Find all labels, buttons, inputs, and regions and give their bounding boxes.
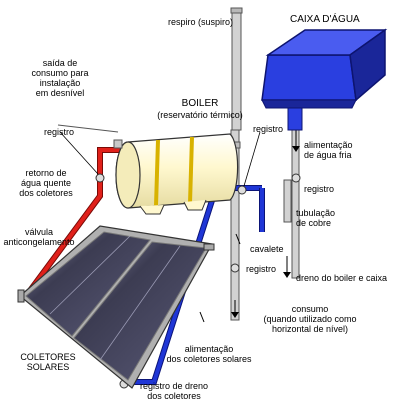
label-dreno-boiler-caixa: dreno do boiler e caixa xyxy=(296,273,388,283)
cold-feed-pipe xyxy=(283,127,300,279)
label-caixa-dagua: CAIXA D'ÁGUA xyxy=(290,14,360,25)
label-consumo: consumo (quando utilizado como horizonta… xyxy=(263,304,357,334)
label-registro-center: registro xyxy=(253,124,284,134)
consumption-pipe xyxy=(230,129,240,321)
label-cavalete: cavalete xyxy=(250,244,284,254)
label-valvula-anticongelamento: válvula anticongelamento xyxy=(3,227,75,247)
label-coletores-solares: COLETORES SOLARES xyxy=(20,352,76,372)
label-saida-consumo: saída de consumo para instalação em desn… xyxy=(31,58,89,98)
label-retorno-agua-quente: retorno de água quente dos coletores xyxy=(19,168,73,198)
label-boiler-subtitle: (reservatório térmico) xyxy=(157,110,243,120)
label-registro-lower: registro xyxy=(246,264,277,274)
label-alimentacao-coletores: alimentação dos coletores solares xyxy=(166,344,252,364)
label-alimentacao-agua-fria: alimentação de água fria xyxy=(304,140,353,160)
solar-collectors xyxy=(17,225,215,389)
boiler-outlet-pipe xyxy=(57,124,123,149)
valve-markers xyxy=(59,131,301,389)
water-tank xyxy=(261,28,388,131)
boiler xyxy=(115,133,241,215)
label-registro-right: registro xyxy=(304,184,335,194)
label-boiler-title: BOILER xyxy=(181,98,219,109)
label-registro-left: registro xyxy=(44,127,75,137)
label-registro-dreno-coletores: registro de dreno dos coletores xyxy=(139,381,209,401)
label-respiro: respiro (suspiro) xyxy=(168,17,234,27)
label-tubulacao-cobre: tubulação de cobre xyxy=(296,208,336,228)
